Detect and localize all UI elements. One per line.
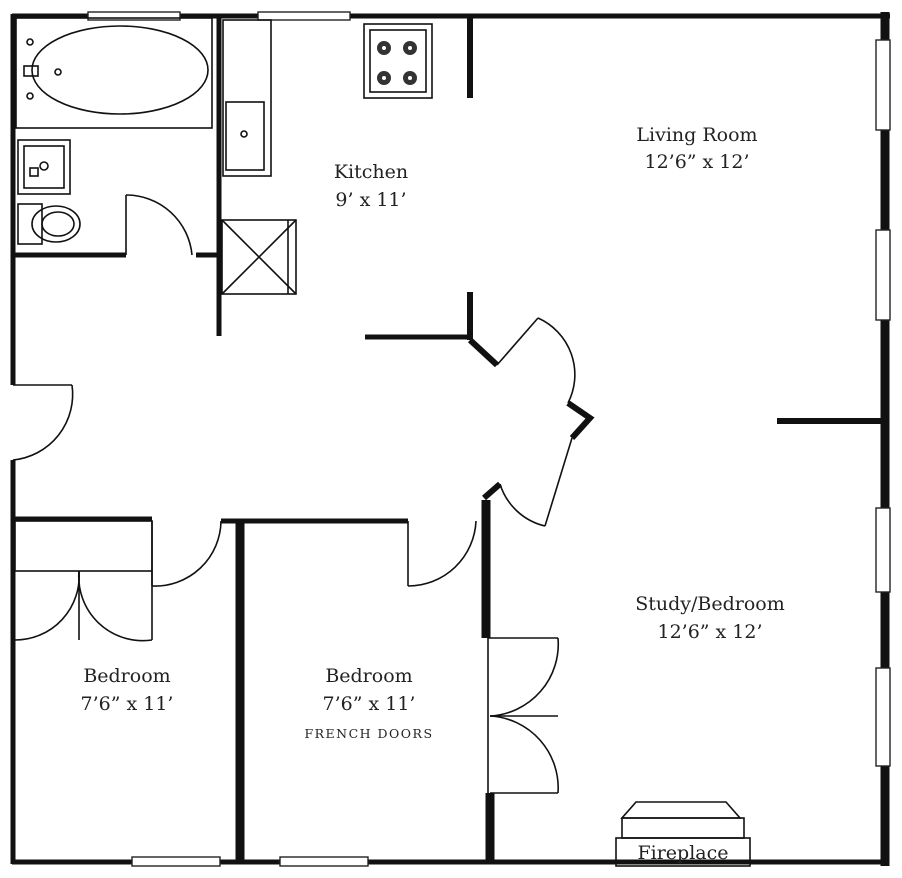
exterior-walls	[10, 12, 890, 866]
toilet	[31, 205, 81, 243]
middle-bedroom-size: 7’6” x 11’	[323, 693, 416, 715]
left-bedroom-door	[151, 520, 222, 587]
kitchen-sink	[225, 101, 265, 171]
french-doors	[487, 637, 560, 794]
windows	[87, 11, 891, 867]
left-bedroom-closet	[14, 520, 153, 642]
bathtub-frame	[15, 17, 213, 129]
bathroom-sink	[17, 139, 71, 195]
living-room-size: 12’6” x 12’	[644, 151, 749, 173]
study-bedroom-name: Study/Bedroom	[635, 593, 785, 615]
angled-double-doors	[467, 317, 595, 527]
kitchen-name: Kitchen	[334, 161, 408, 183]
french-doors-note: FRENCH DOORS	[304, 726, 433, 741]
living-room-name: Living Room	[636, 124, 757, 146]
fireplace-label: Fireplace	[637, 842, 728, 864]
fireplace: Fireplace	[615, 801, 751, 867]
bathroom-door-swing	[125, 194, 193, 256]
closet-door-swing	[77, 570, 153, 642]
middle-bedroom-door	[407, 520, 477, 587]
front-door	[12, 384, 74, 461]
kitchen-area	[216, 16, 473, 340]
kitchen-size: 9’ x 11’	[335, 189, 406, 211]
kitchen-counter	[222, 19, 272, 177]
middle-bedroom-name: Bedroom	[325, 665, 412, 687]
refrigerator	[221, 219, 297, 295]
left-bedroom-name: Bedroom	[83, 665, 170, 687]
bathtub	[31, 25, 209, 115]
stove	[363, 23, 433, 99]
bathroom	[13, 17, 220, 258]
bedroom-walls	[13, 500, 495, 864]
study-bedroom-size: 12’6” x 12’	[657, 621, 762, 643]
toilet-tank	[17, 203, 43, 245]
left-bedroom-size: 7’6” x 11’	[81, 693, 174, 715]
